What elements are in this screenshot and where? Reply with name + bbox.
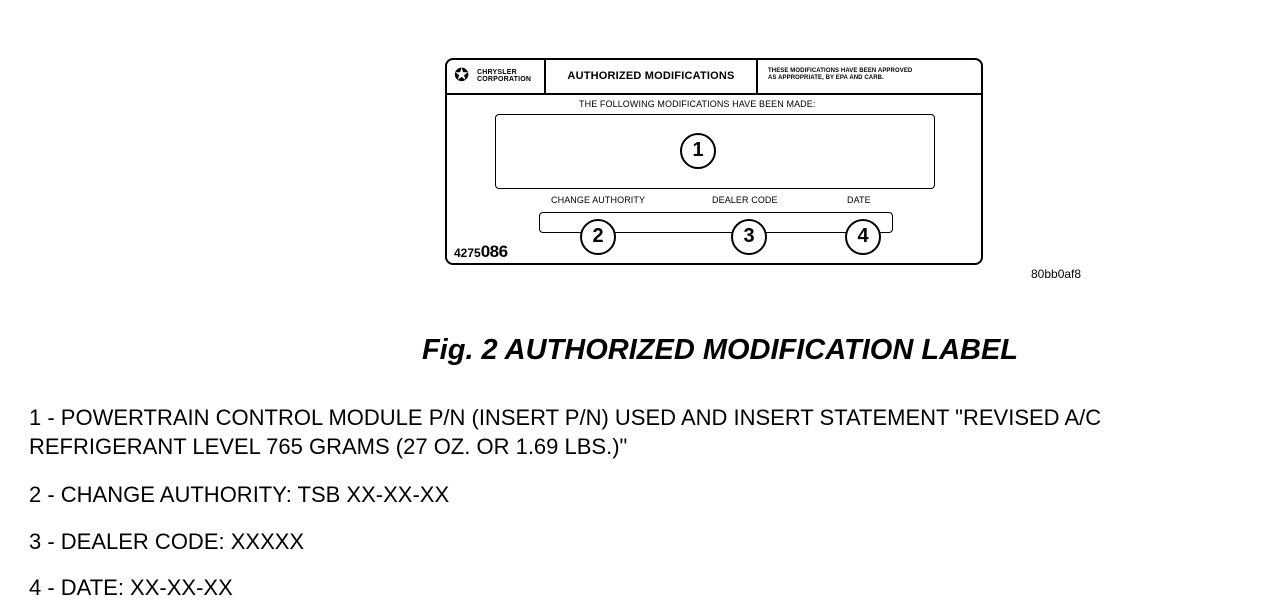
logo-line-2: CORPORATION xyxy=(477,76,532,83)
part-number-prefix: 4275 xyxy=(454,246,481,260)
logo-text: CHRYSLER CORPORATION xyxy=(477,69,531,83)
following-modifications-text: THE FOLLOWING MODIFICATIONS HAVE BEEN MA… xyxy=(579,99,816,109)
callout-2: 2 xyxy=(580,219,616,255)
approval-note-line-1: THESE MODIFICATIONS HAVE BEEN APPROVED xyxy=(768,68,913,74)
callout-1: 1 xyxy=(680,133,716,169)
callout-4: 4 xyxy=(845,219,881,255)
authority-code-date-box xyxy=(539,212,893,233)
modifications-box xyxy=(495,114,935,189)
legend-item-1: 1 - POWERTRAIN CONTROL MODULE P/N (INSER… xyxy=(29,405,1102,459)
dealer-code-label: DEALER CODE xyxy=(712,195,778,205)
label-header: ✪ CHRYSLER CORPORATION AUTHORIZED MODIFI… xyxy=(447,60,981,95)
title-cell: AUTHORIZED MODIFICATIONS xyxy=(546,60,758,93)
callout-3: 3 xyxy=(731,219,767,255)
part-number: 4275086 xyxy=(454,242,508,261)
legend-item-2: 2 - CHANGE AUTHORITY: TSB XX-XX-XX xyxy=(29,482,450,507)
label-title: AUTHORIZED MODIFICATIONS xyxy=(567,70,735,82)
figure-caption: Fig. 2 AUTHORIZED MODIFICATION LABEL xyxy=(421,334,1019,366)
modification-label: ✪ CHRYSLER CORPORATION AUTHORIZED MODIFI… xyxy=(445,58,983,265)
logo-line-1: CHRYSLER xyxy=(477,69,517,76)
legend-item-4: 4 - DATE: XX-XX-XX xyxy=(29,575,233,600)
pentastar-icon: ✪ xyxy=(454,65,470,86)
part-number-suffix: 086 xyxy=(480,242,508,261)
approval-note-line-2: AS APPROPRIATE, BY EPA AND CARB. xyxy=(768,75,884,81)
change-authority-label: CHANGE AUTHORITY xyxy=(551,195,646,205)
logo-cell: ✪ CHRYSLER CORPORATION xyxy=(447,60,546,93)
figure-id: 80bb0af8 xyxy=(1031,267,1082,281)
approval-note: THESE MODIFICATIONS HAVE BEEN APPROVED A… xyxy=(768,68,978,82)
approval-note-cell: THESE MODIFICATIONS HAVE BEEN APPROVED A… xyxy=(758,60,978,93)
legend-item-3: 3 - DEALER CODE: XXXXX xyxy=(29,529,305,554)
date-label: DATE xyxy=(847,195,871,205)
